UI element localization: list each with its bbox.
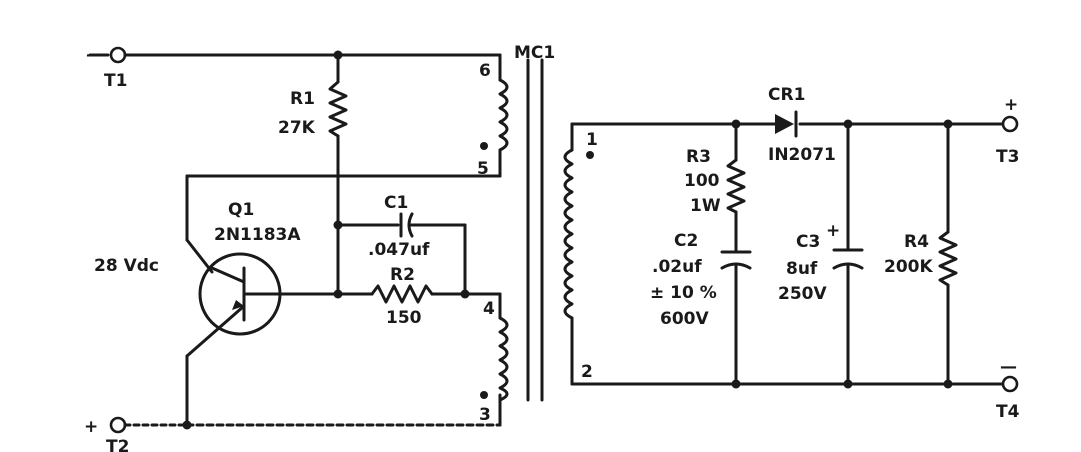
- c3-ref: C3: [796, 232, 820, 252]
- c1-value: .047uf: [368, 240, 430, 260]
- c3-voltage: 250V: [778, 284, 827, 304]
- resistor-r2: R2 150: [278, 265, 502, 328]
- pin-1-label: 1: [586, 130, 598, 150]
- wire-pin5: [185, 148, 502, 274]
- c2-voltage: 600V: [660, 309, 709, 329]
- c2-ref: C2: [674, 231, 698, 251]
- capacitor-c1: C1 .047uf: [336, 193, 467, 296]
- terminal-t4-sign: —: [1000, 357, 1017, 377]
- pin-6-label: 6: [479, 61, 491, 81]
- terminal-t2-label: T2: [106, 437, 129, 452]
- capacitor-c3: + C3 8uf 250V: [778, 122, 864, 386]
- r2-ref: R2: [390, 265, 415, 285]
- terminal-t3-label: T3: [996, 147, 1019, 167]
- resistor-r1: R1 27K: [278, 53, 348, 176]
- terminal-t4: — T4: [996, 357, 1020, 422]
- pin-2-label: 2: [581, 362, 593, 382]
- c2-tolerance: ± 10 %: [650, 283, 717, 303]
- c1-ref: C1: [384, 193, 408, 213]
- cr1-ref: CR1: [768, 85, 805, 105]
- resistor-r3: R3 100 1W: [684, 122, 746, 254]
- wire-r1-node: [333, 174, 343, 299]
- q1-part: 2N1183A: [214, 225, 301, 245]
- capacitor-c2: C2 .02uf ± 10 % 600V: [650, 231, 752, 386]
- terminal-t1-sign: —: [86, 45, 103, 65]
- r1-value: 27K: [278, 118, 316, 138]
- cr1-part: IN2071: [768, 145, 836, 165]
- diode-cr1: CR1 IN2071: [768, 85, 836, 165]
- terminal-t3: + T3: [996, 95, 1019, 167]
- pin-4-label: 4: [483, 299, 495, 319]
- c3-polarity: +: [826, 221, 840, 241]
- q1-ref: Q1: [228, 200, 254, 220]
- terminal-t2: + T2: [84, 393, 502, 452]
- supply-label: 28 Vdc: [94, 256, 159, 276]
- r3-ref: R3: [686, 147, 711, 167]
- pin-3-label: 3: [479, 405, 491, 425]
- r4-value: 200K: [884, 257, 933, 277]
- c2-value: .02uf: [652, 257, 702, 277]
- pin-5-label: 5: [477, 159, 489, 179]
- r2-value: 150: [386, 308, 422, 328]
- r3-rating: 1W: [690, 196, 721, 216]
- resistor-r4: R4 200K: [884, 122, 958, 386]
- transformer-mc1: MC1 6 5 4 3 1 2: [477, 43, 598, 425]
- wire-top-left: [123, 50, 502, 82]
- terminal-t2-sign: +: [84, 417, 98, 437]
- transistor-q1: Q1 2N1183A: [185, 200, 301, 427]
- terminal-t3-sign: +: [1004, 95, 1018, 115]
- wire-bottom-right: [570, 379, 1004, 389]
- r1-ref: R1: [290, 89, 315, 109]
- terminal-t4-label: T4: [996, 402, 1020, 422]
- r3-value: 100: [684, 171, 720, 191]
- terminal-t1-label: T1: [104, 71, 127, 91]
- c3-value: 8uf: [786, 259, 818, 279]
- transformer-label: MC1: [514, 43, 555, 63]
- r4-ref: R4: [904, 232, 929, 252]
